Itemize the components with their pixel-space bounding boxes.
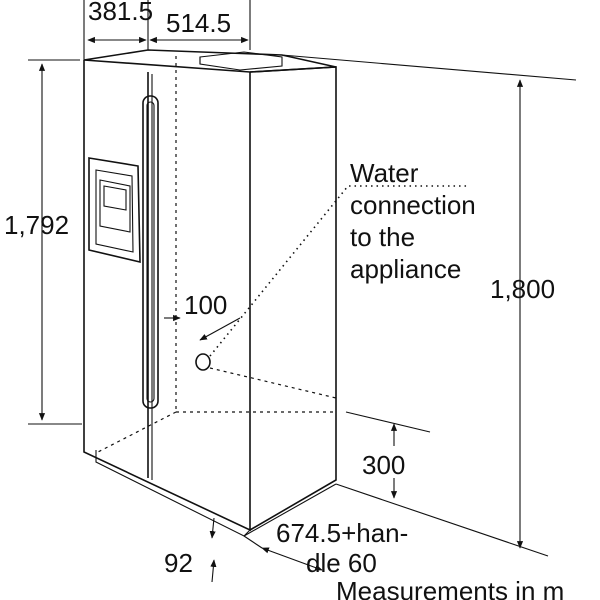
label-water-line1: Water [350, 158, 419, 188]
dim-top-widths [83, 0, 251, 60]
dim-depth [243, 535, 323, 571]
label-measurements: Measurements in m [336, 576, 564, 600]
label-width-381: 381.5 [88, 0, 153, 26]
hidden-edges [97, 56, 336, 453]
water-connection-point [195, 185, 470, 399]
label-width-514: 514.5 [166, 8, 231, 38]
label-offset-100: 100 [184, 290, 227, 320]
label-depth-line2: dle 60 [306, 548, 377, 578]
label-height-300: 300 [362, 450, 405, 480]
door-handle [142, 95, 159, 409]
label-92: 92 [164, 548, 193, 578]
water-dispenser [88, 157, 141, 264]
fridge-outline [83, 49, 337, 537]
dim-92 [209, 517, 217, 583]
dim-height-300 [345, 411, 431, 499]
label-water-line4: appliance [350, 254, 461, 284]
dim-left-height [28, 59, 82, 425]
label-height-1800: 1,800 [490, 274, 555, 304]
label-water-line2: connection [350, 190, 476, 220]
dim-offset-100 [164, 314, 241, 341]
label-water-line3: to the [350, 222, 415, 252]
label-height-1792: 1,792 [4, 210, 69, 240]
label-depth-line1: 674.5+han- [276, 518, 408, 548]
dim-right-height [281, 54, 577, 557]
